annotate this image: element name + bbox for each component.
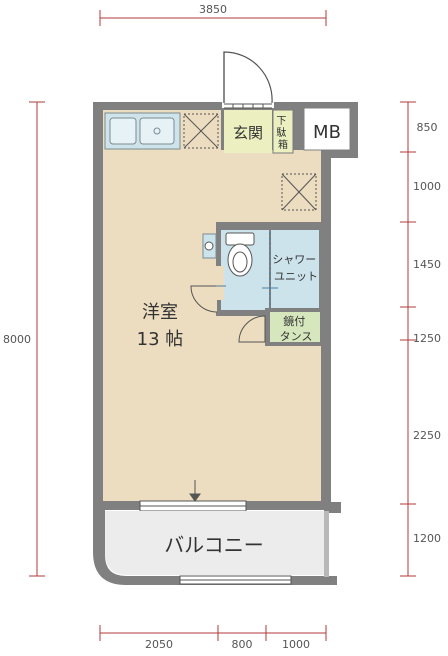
western-room-label: 洋室 [142, 302, 178, 323]
dim-right-2: 1000 [413, 180, 441, 193]
wash-basin [202, 233, 217, 259]
balcony-railing [179, 575, 292, 585]
dim-right-6: 1200 [413, 532, 441, 545]
hall-floor [221, 150, 321, 160]
closet-label: 鏡付 タンス [280, 314, 313, 343]
entrance-door [223, 51, 273, 104]
shower-label-line-1: シャワー [272, 253, 316, 266]
closet-label-line-1: 鏡付 [283, 314, 305, 328]
appliance-space [183, 113, 219, 149]
balcony-wall [93, 510, 337, 585]
closet [270, 312, 320, 342]
dim-right-1: 850 [417, 121, 438, 134]
dim-bottom-1: 2050 [145, 638, 173, 651]
shoe-box-char-1: 下 [276, 116, 286, 127]
shoe-box-char-3: 箱 [278, 138, 288, 151]
shower-room [271, 230, 319, 310]
dim-right-3: 1450 [413, 258, 441, 271]
dim-top-total: 3850 [199, 3, 227, 16]
dim-bottom-3: 1000 [282, 638, 310, 651]
dim-bottom-2: 800 [232, 638, 253, 651]
side-window [321, 502, 341, 508]
shower-label-line-2: ユニット [274, 270, 318, 283]
shoe-box-char-2: 駄 [276, 126, 286, 139]
toilet-door [190, 266, 224, 313]
shoe-box [272, 109, 294, 154]
toilet [225, 232, 255, 277]
western-room-size: 13 帖 [137, 329, 184, 350]
dim-right-5: 2250 [413, 429, 441, 442]
entrance-floor [224, 110, 272, 153]
meter-box-label: MB [313, 122, 341, 143]
kitchen-sink [104, 112, 181, 150]
shower-label: シャワー ユニット [272, 253, 320, 283]
shoe-box-label: 下 駄 箱 [276, 116, 289, 151]
entrance-label: 玄関 [233, 124, 263, 142]
balcony-floor [105, 511, 324, 575]
balcony-right-rail [324, 511, 329, 577]
balcony-label: バルコニー [164, 533, 264, 557]
closet-label-line-2: タンス [280, 330, 313, 343]
storage-space [281, 173, 317, 211]
balcony-window [139, 500, 247, 512]
dim-left-total: 8000 [3, 333, 31, 346]
dim-right-4: 1250 [413, 332, 441, 345]
meter-box [303, 107, 351, 151]
dimension-lines [29, 10, 416, 641]
closet-door [238, 315, 266, 343]
